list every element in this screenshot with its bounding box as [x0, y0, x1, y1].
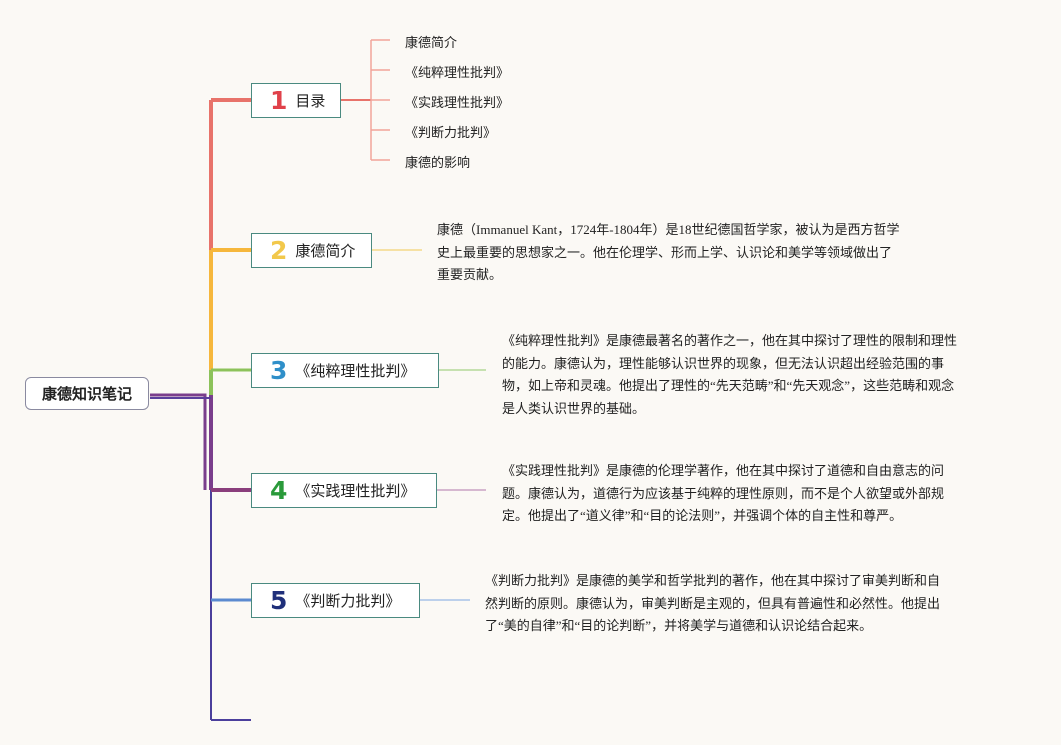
paragraph-line: 康德（Immanuel Kant，1724年-1804年）是18世纪德国哲学家，… [437, 222, 900, 237]
paragraph-line: 定。他提出了“道义律”和“目的论法则”，并强调个体的自主性和尊严。 [502, 508, 903, 523]
pure-reason-paragraph: 《纯粹理性批判》是康德最著名的著作之一，他在其中探讨了理性的限制和理性 的能力。… [502, 330, 957, 420]
paragraph-line: 《实践理性批判》是康德的伦理学著作，他在其中探讨了道德和自由意志的问 [502, 463, 945, 478]
paragraph-line: 的能力。康德认为，理性能够认识世界的现象，但无法认识超出经验范围的事 [502, 355, 945, 371]
paragraph-line: 是人类认识世界的基础。 [502, 400, 646, 416]
paragraph-line: 《纯粹理性批判》是康德最著名的著作之一，他在其中探讨了理性的限制和理性 [502, 333, 958, 348]
branch-label: 《实践理性批判》 [295, 482, 416, 500]
paragraph-line: 《判断力批判》是康德的美学和哲学批判的著作，他在其中探讨了审美判断和自 [485, 573, 941, 588]
branch-number: 3 [270, 356, 288, 385]
root-label: 康德知识笔记 [41, 385, 132, 403]
paragraph-line: 题。康德认为，道德行为应该基于纯粹的理性原则，而不是个人欲望或外部规 [502, 485, 945, 501]
toc-item[interactable]: 《判断力批判》 [405, 126, 497, 141]
toc-item[interactable]: 康德的影响 [405, 156, 471, 171]
branch-node-kant-intro[interactable]: 2 康德简介 [251, 233, 372, 268]
branch-label: 《判断力批判》 [295, 592, 401, 610]
branch-label: 目录 [295, 92, 326, 110]
branch-label: 康德简介 [295, 242, 356, 260]
branch-node-practical-reason[interactable]: 4 《实践理性批判》 [251, 473, 437, 508]
toc-item[interactable]: 《实践理性批判》 [405, 96, 510, 111]
paragraph-line: 了“美的自律”和“目的论判断”，并将美学与道德和认识论结合起来。 [485, 618, 873, 633]
branch-node-judgment[interactable]: 5 《判断力批判》 [251, 583, 420, 618]
judgment-paragraph: 《判断力批判》是康德的美学和哲学批判的著作，他在其中探讨了审美判断和自 然判断的… [485, 570, 940, 638]
paragraph-line: 物，如上帝和灵魂。他提出了理性的“先天范畴”和“先天观念”，这些范畴和观念 [502, 378, 955, 393]
root-node[interactable]: 康德知识笔记 [25, 377, 149, 410]
branch-number: 1 [270, 86, 288, 115]
branch-label: 《纯粹理性批判》 [295, 362, 416, 380]
paragraph-line: 史上最重要的思想家之一。他在伦理学、形而上学、认识论和美学等领域做出了 [437, 244, 893, 260]
paragraph-line: 然判断的原则。康德认为，审美判断是主观的，但具有普遍性和必然性。他提出 [485, 595, 941, 611]
branch-number: 4 [270, 476, 288, 505]
toc-item[interactable]: 康德简介 [405, 36, 458, 51]
branch-number: 2 [270, 236, 288, 265]
branch-node-contents[interactable]: 1 目录 [251, 83, 341, 118]
branch-node-pure-reason[interactable]: 3 《纯粹理性批判》 [251, 353, 439, 388]
practical-reason-paragraph: 《实践理性批判》是康德的伦理学著作，他在其中探讨了道德和自由意志的问 题。康德认… [502, 460, 944, 528]
branch-number: 5 [270, 586, 288, 615]
intro-paragraph: 康德（Immanuel Kant，1724年-1804年）是18世纪德国哲学家，… [437, 219, 900, 287]
toc-item[interactable]: 《纯粹理性批判》 [405, 66, 510, 81]
paragraph-line: 重要贡献。 [437, 267, 503, 282]
